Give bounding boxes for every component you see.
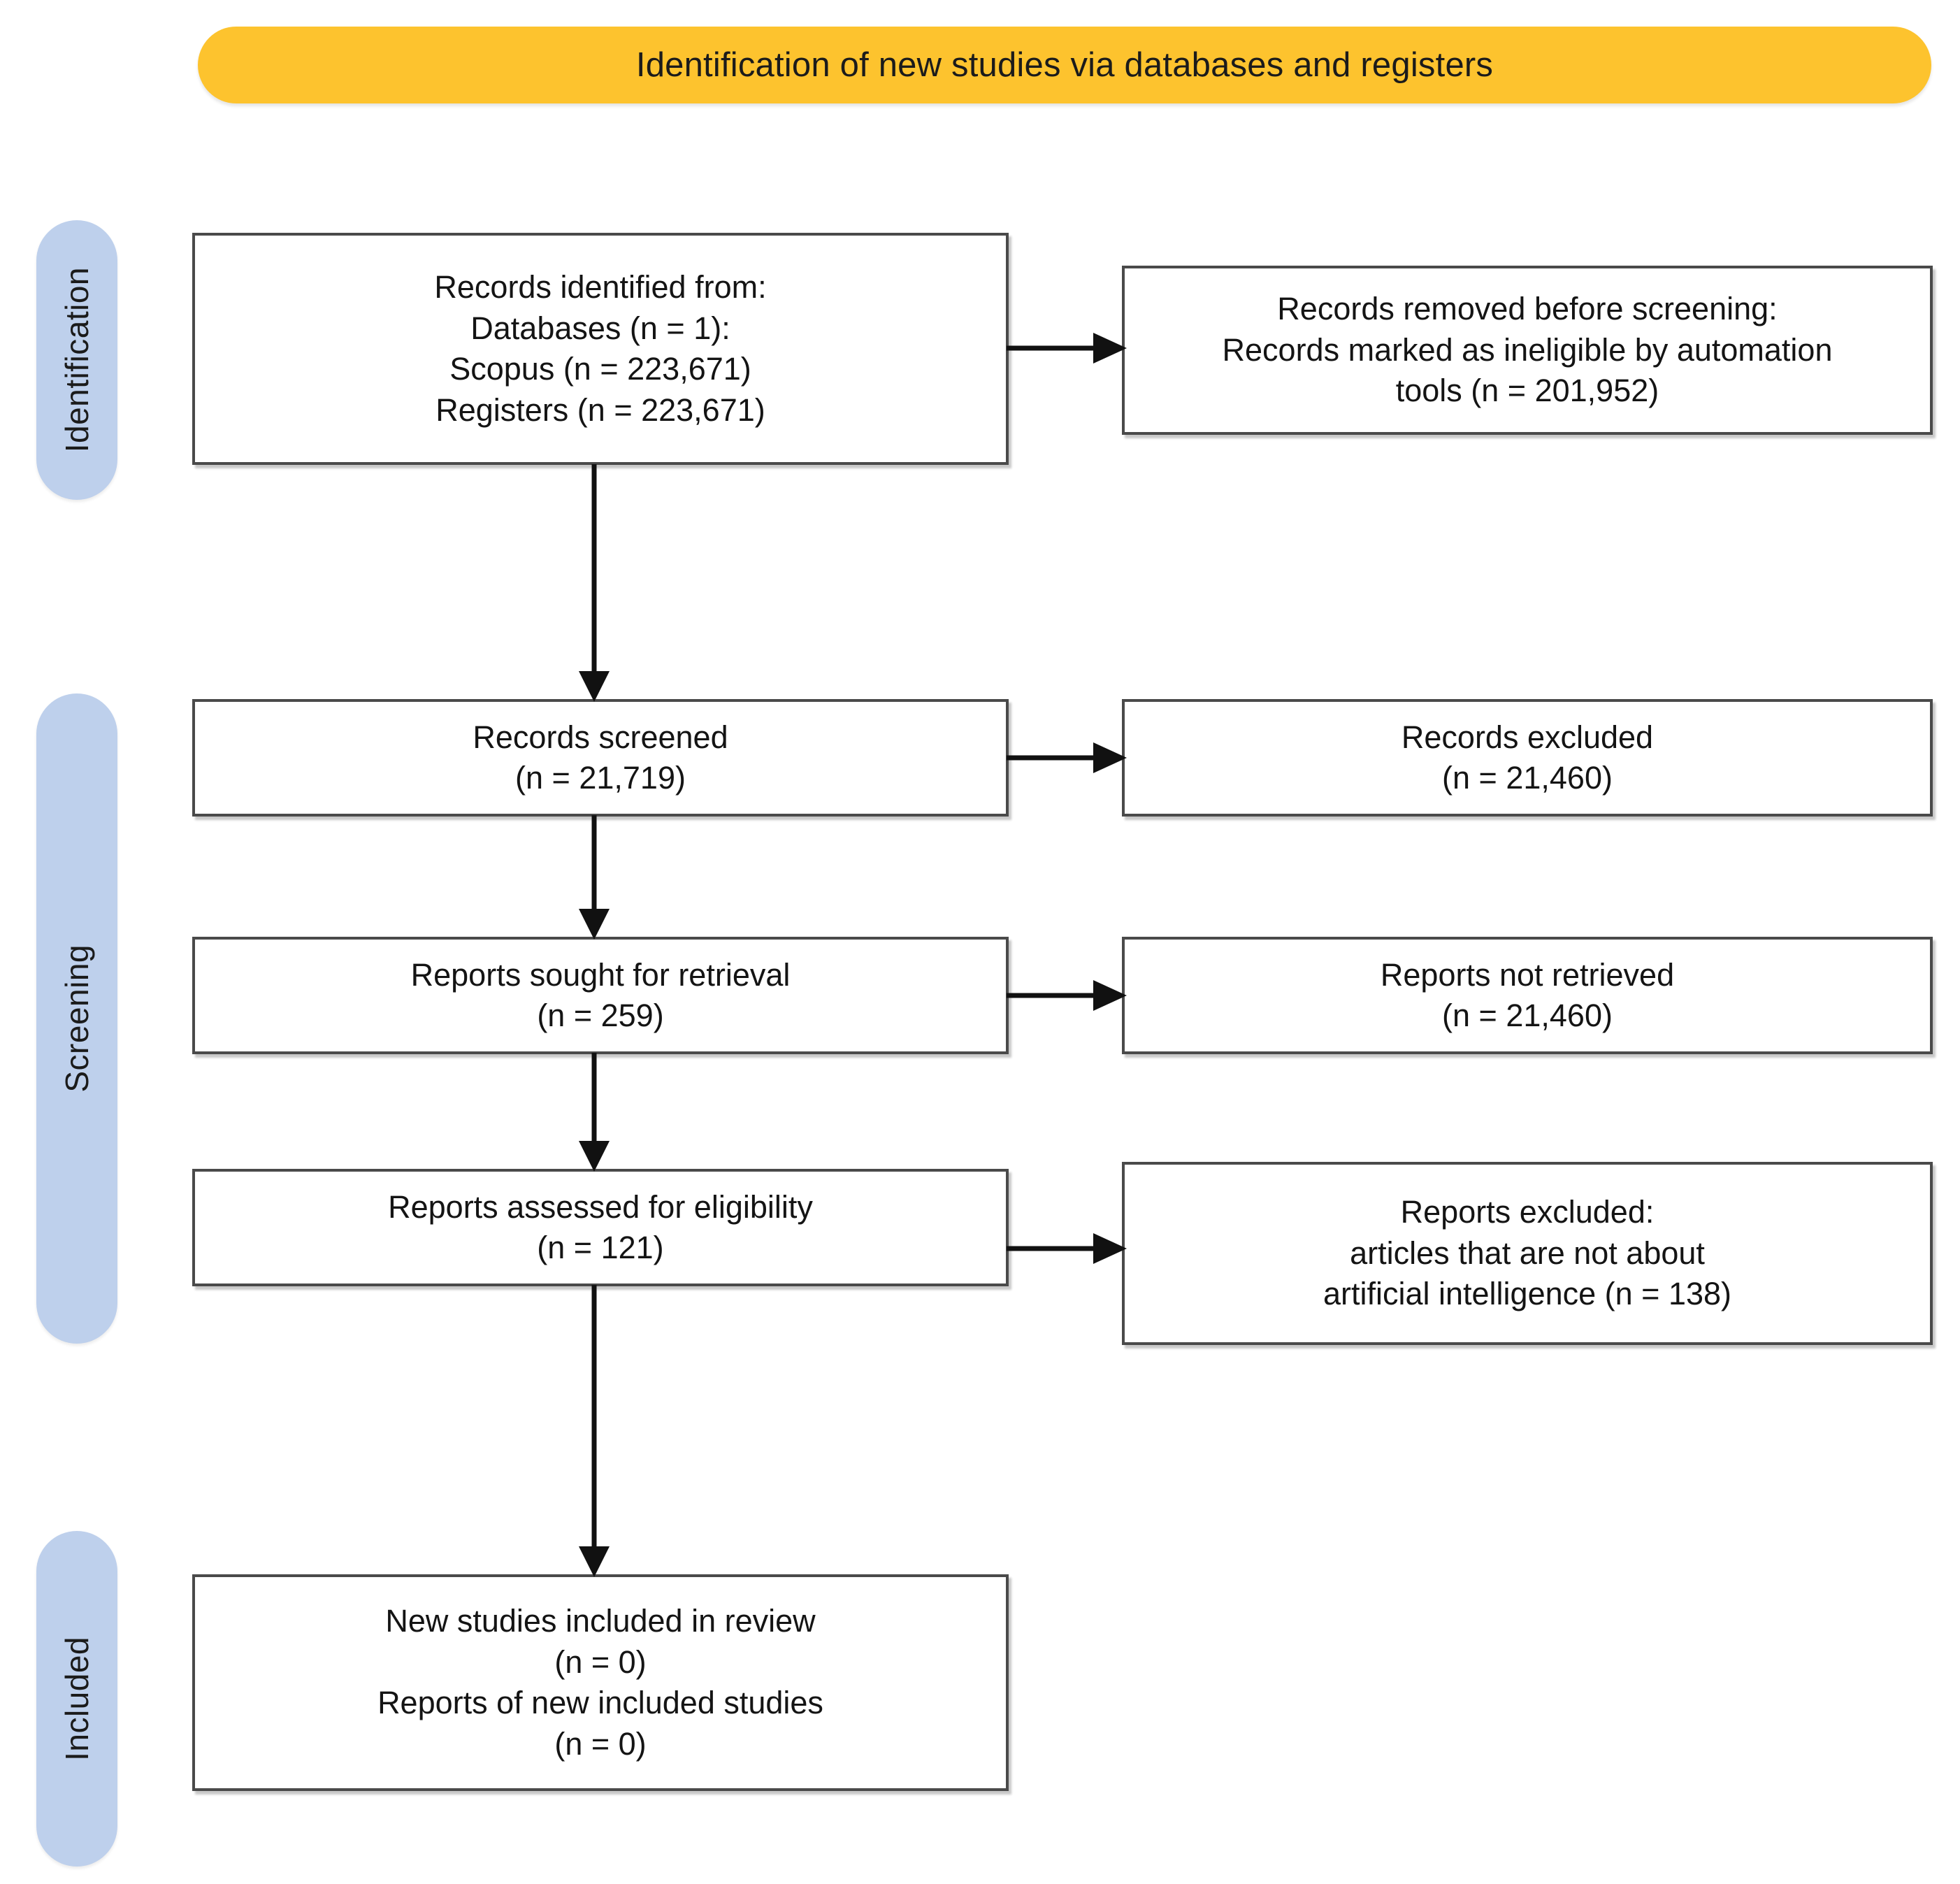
phase-label-screening: Screening <box>36 693 117 1344</box>
box-reports-not-retrieved: Reports not retrieved (n = 21,460) <box>1122 937 1933 1054</box>
box-new-studies-included: New studies included in review (n = 0) R… <box>192 1574 1009 1791</box>
box-reports-assessed-text: Reports assessed for eligibility (n = 12… <box>388 1188 813 1266</box>
header-banner: Identification of new studies via databa… <box>198 27 1931 103</box>
box-reports-sought-text: Reports sought for retrieval (n = 259) <box>410 956 791 1034</box>
phase-label-included-text: Included <box>59 1637 95 1761</box>
box-reports-assessed-for-eligibility: Reports assessed for eligibility (n = 12… <box>192 1169 1009 1286</box>
box-reports-sought-for-retrieval: Reports sought for retrieval (n = 259) <box>192 937 1009 1054</box>
arrow-right-sought-to-not-retrieved <box>1007 980 1127 1011</box>
box-reports-excluded: Reports excluded: articles that are not … <box>1122 1162 1933 1345</box>
box-reports-excluded-text: Reports excluded: articles that are not … <box>1323 1194 1732 1312</box>
phase-label-identification: Identification <box>36 220 117 500</box>
arrow-right-identified-to-removed <box>1007 333 1127 364</box>
box-records-screened: Records screened (n = 21,719) <box>192 699 1009 817</box>
arrow-down-sought-to-assessed <box>579 1053 610 1172</box>
phase-label-included: Included <box>36 1531 117 1867</box>
box-records-removed-before-screening: Records removed before screening: Record… <box>1122 266 1933 435</box>
phase-label-screening-text: Screening <box>59 944 95 1093</box>
box-records-screened-text: Records screened (n = 21,719) <box>473 719 728 796</box>
phase-label-identification-text: Identification <box>59 267 95 453</box>
box-reports-not-retrieved-text: Reports not retrieved (n = 21,460) <box>1380 956 1675 1034</box>
box-new-studies-included-text: New studies included in review (n = 0) R… <box>377 1603 823 1762</box>
box-records-excluded: Records excluded (n = 21,460) <box>1122 699 1933 817</box>
box-records-removed-text: Records removed before screening: Record… <box>1222 291 1833 409</box>
arrow-right-screened-to-excluded <box>1007 742 1127 773</box>
arrow-down-screened-to-sought <box>579 815 610 940</box>
box-records-identified: Records identified from: Databases (n = … <box>192 233 1009 465</box>
arrow-right-assessed-to-reports-excluded <box>1007 1233 1127 1264</box>
box-records-identified-text: Records identified from: Databases (n = … <box>434 269 767 428</box>
arrow-down-assessed-to-included <box>579 1285 610 1577</box>
box-records-excluded-text: Records excluded (n = 21,460) <box>1401 719 1654 796</box>
banner-title: Identification of new studies via databa… <box>635 46 1494 84</box>
arrow-down-identified-to-screened <box>579 464 610 702</box>
